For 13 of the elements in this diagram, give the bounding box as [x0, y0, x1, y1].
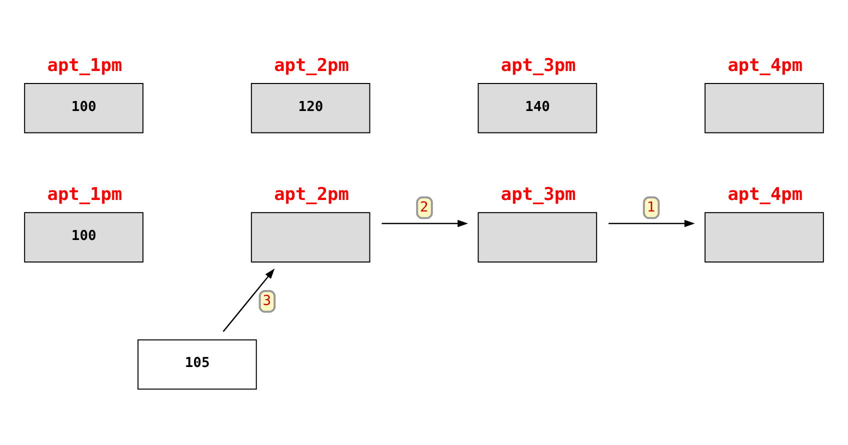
node-label: apt_4pm	[728, 185, 803, 206]
node-label: apt_1pm	[47, 56, 122, 76]
node-label: apt_3pm	[500, 185, 576, 206]
arrow	[382, 220, 468, 228]
edge-label: 3	[262, 293, 272, 310]
node-label: apt_3pm	[500, 56, 576, 76]
edge-label: 2	[420, 199, 428, 216]
node-label: apt_1pm	[47, 185, 122, 206]
node-label: apt_4pm	[728, 56, 803, 76]
node-label: apt_2pm	[274, 185, 349, 206]
arrow	[608, 220, 695, 228]
edge-label: 1	[646, 199, 656, 216]
node-label: apt_2pm	[274, 56, 349, 76]
